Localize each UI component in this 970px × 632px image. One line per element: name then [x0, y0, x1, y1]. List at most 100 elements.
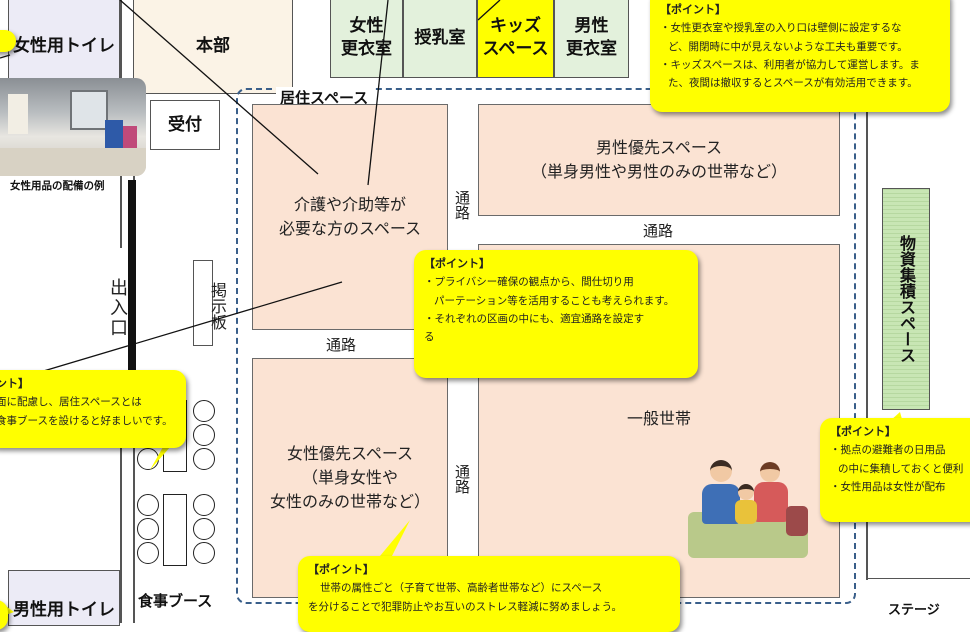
mother-head [760, 462, 780, 482]
callout-tail [380, 520, 410, 556]
point-line: 食事ブースを設けると好ましいです。 [0, 414, 173, 427]
female-priority-label-1: 女性優先スペース [286, 444, 414, 463]
male-priority-label-1: 男性優先スペース [595, 138, 723, 157]
point-callout-right: 【ポイント】 ・拠点の避難者の日用品 の中に集積しておくと便利 ・女性用品は女性… [820, 418, 970, 522]
point-callout-center: 【ポイント】 ・プライバシー確保の観点から、間仕切り用 パーテーション等を活用す… [414, 250, 698, 378]
mother-body [754, 482, 788, 522]
care-space-label-2: 必要な方のスペース [278, 219, 422, 238]
headquarters: 本部 [133, 0, 293, 94]
father-body [702, 484, 740, 524]
point-line: ・女性用品は女性が配布 [830, 481, 946, 493]
connector-line [0, 54, 11, 59]
dining-chair [193, 518, 215, 540]
living-area-title: 居住スペース [276, 87, 373, 108]
reception-label: 受付 [168, 114, 202, 135]
point-title: 【ポイント】 [660, 3, 726, 16]
dining-chair [193, 448, 215, 470]
child-body [735, 500, 757, 524]
bag-shape [786, 506, 808, 536]
point-callout-bottom: 【ポイント】 世帯の属性ごと（子育て世帯、高齢者世帯など）にスペース を分けるこ… [298, 556, 680, 632]
point-callout-top-left-fragment [0, 30, 16, 52]
nursing-room: 授乳室 [403, 0, 477, 78]
dining-chair [137, 494, 159, 516]
aisle-label-horizontal-left: 通路 [326, 336, 357, 354]
women-changing-label-2: 更衣室 [341, 39, 392, 59]
family-illustration [688, 452, 808, 562]
womens-toilet-label: 女性用トイレ [13, 35, 115, 56]
poster-shape [8, 94, 28, 134]
point-line: ・拠点の避難者の日用品 [830, 444, 946, 457]
wall-line [120, 378, 122, 623]
care-space-label-1: 介護や介助等が [293, 195, 406, 214]
dining-chair [193, 494, 215, 516]
counter-shape [0, 148, 146, 176]
mirror-shape [70, 90, 108, 130]
women-changing-room: 女性 更衣室 [330, 0, 403, 78]
supply-collection-space: 物資集積スペース [882, 188, 930, 410]
mens-toilet-label: 男性用トイレ [13, 600, 115, 620]
entrance-label: 出入口 [107, 278, 128, 338]
point-title: ント】 [0, 377, 29, 390]
point-title: 【ポイント】 [424, 257, 490, 270]
dining-booth-label: 食事ブース [138, 592, 213, 610]
father-head [710, 460, 732, 482]
male-priority-space: 男性優先スペース （単身男性や男性のみの世帯など） [478, 104, 840, 216]
dining-chair [193, 542, 215, 564]
supply-collection-label: 物資集積スペース [897, 235, 916, 363]
supply-box [123, 126, 137, 150]
aisle-label-vertical-bottom: 通路 [453, 464, 471, 494]
point-line: ・女性更衣室や授乳室の入り口は壁側に設定するな [660, 22, 902, 35]
connector-line [0, 281, 343, 385]
women-changing-label-1: 女性 [349, 16, 384, 37]
point-line: 世帯の属性ごと（子育て世帯、高齢者世帯など）にスペース [320, 582, 603, 595]
point-line: 面に配慮し、居住スペースとは [0, 396, 142, 409]
mens-toilet: 男性用トイレ [8, 570, 120, 626]
men-changing-label-2: 更衣室 [566, 39, 617, 59]
female-priority-label-3: 女性のみの世帯など） [269, 492, 430, 511]
dining-table [163, 494, 187, 566]
general-households-label: 一般世帯 [626, 409, 691, 428]
kids-space-label-1: キッズ [490, 16, 541, 37]
male-priority-label-2: （単身男性や男性のみの世帯など） [530, 162, 787, 181]
point-callout-top-right: 【ポイント】 ・女性更衣室や授乳室の入り口は壁側に設定するな ど、開閉時に中が見… [650, 0, 950, 112]
photo-caption: 女性用品の配備の例 [10, 180, 105, 192]
female-priority-label-2: （単身女性や [301, 468, 398, 487]
supply-box [105, 120, 123, 150]
dining-chair [193, 424, 215, 446]
womens-supplies-photo [0, 78, 146, 176]
wall-line [133, 378, 135, 623]
reception: 受付 [150, 100, 220, 150]
nursing-room-label: 授乳室 [414, 27, 466, 48]
men-changing-label-1: 男性 [574, 16, 609, 37]
entrance-wall [128, 180, 136, 380]
point-line: ・それぞれの区画の中にも、適宜通路を設定す [424, 313, 645, 325]
point-callout-bottom-left-fragment [0, 600, 8, 630]
point-line: パーテーション等を活用することも考えられます。 [434, 294, 675, 307]
aisle-label-vertical-top: 通路 [453, 190, 471, 220]
kids-space-label-2: スペース [482, 39, 549, 59]
point-line: た、夜間は撤収するとスペースが有効活用できます。 [668, 77, 918, 90]
dining-chair [137, 542, 159, 564]
point-line: ど、開閉時に中が見えないような工夫も重要です。 [668, 40, 908, 53]
dining-chair [137, 518, 159, 540]
aisle-label-horizontal-right: 通路 [643, 222, 674, 240]
dining-chair [193, 400, 215, 422]
point-title: 【ポイント】 [308, 563, 374, 576]
headquarters-label: 本部 [196, 35, 230, 56]
connector-line [119, 0, 319, 175]
stage [866, 578, 970, 620]
child-head [738, 484, 754, 500]
men-changing-room: 男性 更衣室 [554, 0, 629, 78]
point-line: ・プライバシー確保の観点から、間仕切り用 [424, 276, 634, 289]
connector-line [477, 0, 501, 21]
point-line: ・キッズスペースは、利用者が協力して運営します。ま [660, 59, 920, 71]
connector-line [367, 0, 389, 186]
point-line: る [424, 331, 435, 344]
point-callout-left: ント】 面に配慮し、居住スペースとは 食事ブースを設けると好ましいです。 [0, 370, 186, 448]
kids-space: キッズ スペース [477, 0, 554, 78]
right-wall [866, 0, 868, 580]
point-line: を分けることで犯罪防止やお互いのストレス軽減に努めましょう。 [308, 600, 623, 613]
point-line: の中に集積しておくと便利 [838, 462, 964, 475]
stage-label: ステージ [888, 603, 940, 618]
point-title: 【ポイント】 [830, 425, 896, 438]
